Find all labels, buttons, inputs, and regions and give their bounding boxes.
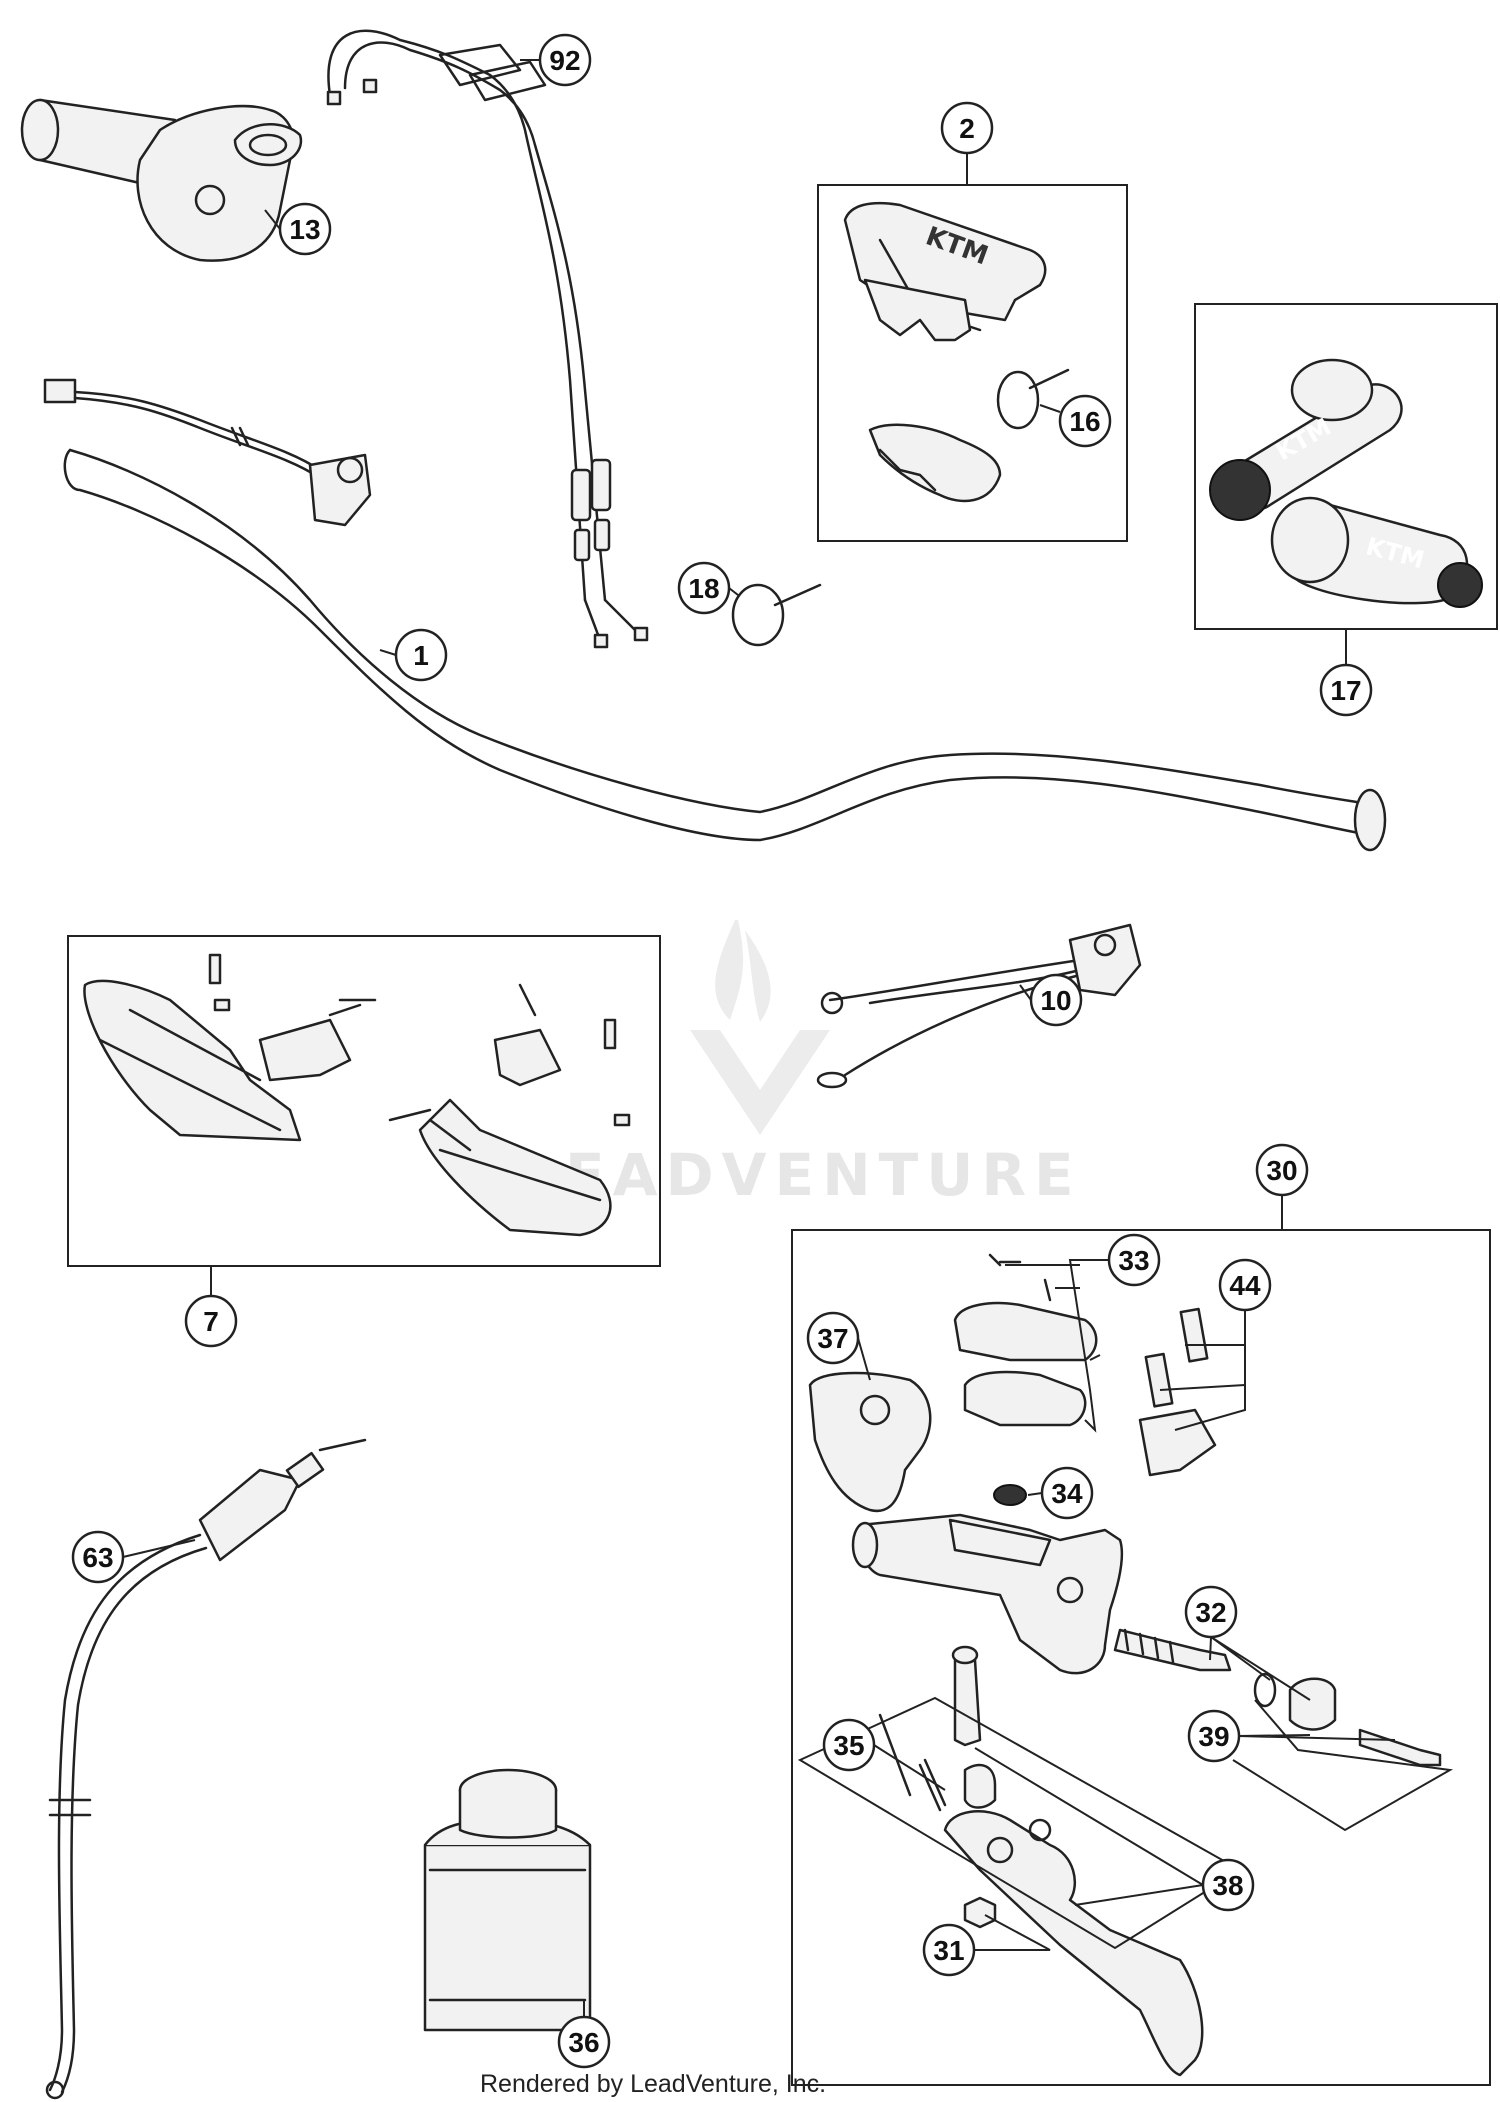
handlebar bbox=[63, 448, 1387, 852]
callout-18: 18 bbox=[677, 561, 731, 615]
left-switch-harness bbox=[43, 378, 372, 527]
flame-logo-icon bbox=[715, 920, 771, 1022]
callout-38: 38 bbox=[1201, 1858, 1255, 1912]
kill-switch bbox=[816, 923, 1142, 1089]
svg-text:10: 10 bbox=[1040, 985, 1071, 1016]
callouts: 92 13 2 16 17 18 1 10 7 30 33 44 37 34 3… bbox=[71, 33, 1373, 2069]
brake-fluid-bottle bbox=[423, 1768, 592, 2032]
svg-text:7: 7 bbox=[203, 1306, 219, 1337]
cable-tie-16 bbox=[996, 368, 1070, 430]
svg-text:36: 36 bbox=[568, 2027, 599, 2058]
svg-text:1: 1 bbox=[413, 640, 429, 671]
svg-text:92: 92 bbox=[549, 45, 580, 76]
callout-32: 32 bbox=[1184, 1585, 1238, 1639]
svg-text:18: 18 bbox=[688, 573, 719, 604]
callout-31: 31 bbox=[922, 1923, 976, 1977]
svg-text:44: 44 bbox=[1229, 1270, 1261, 1301]
svg-text:31: 31 bbox=[933, 1935, 964, 1966]
footer-credit: Rendered by LeadVenture, Inc. bbox=[480, 2070, 826, 2098]
callout-2: 2 bbox=[940, 101, 994, 155]
svg-text:37: 37 bbox=[817, 1323, 848, 1354]
svg-text:13: 13 bbox=[289, 214, 320, 245]
callout-37: 37 bbox=[806, 1311, 860, 1365]
svg-text:39: 39 bbox=[1198, 1721, 1229, 1752]
exploded-guides bbox=[797, 1696, 1454, 1950]
cable-tie-18 bbox=[731, 583, 822, 647]
frame-30 bbox=[791, 1229, 1491, 2086]
callout-10: 10 bbox=[1029, 973, 1083, 1027]
frame-2 bbox=[817, 184, 1128, 542]
callout-63: 63 bbox=[71, 1530, 125, 1584]
svg-text:32: 32 bbox=[1195, 1597, 1226, 1628]
svg-text:38: 38 bbox=[1212, 1870, 1243, 1901]
switch-cover: KTM bbox=[843, 201, 1047, 503]
callout-36: 36 bbox=[557, 2015, 611, 2069]
callout-17: 17 bbox=[1319, 663, 1373, 717]
callout-30: 30 bbox=[1255, 1143, 1309, 1197]
brake-line bbox=[45, 1438, 367, 2100]
svg-text:34: 34 bbox=[1051, 1478, 1083, 1509]
callout-7: 7 bbox=[184, 1294, 238, 1348]
callout-35: 35 bbox=[822, 1718, 876, 1772]
callout-1: 1 bbox=[394, 628, 448, 682]
frame-7 bbox=[67, 935, 661, 1267]
leader-lines bbox=[122, 59, 1396, 2017]
callout-13: 13 bbox=[278, 202, 332, 256]
callout-33: 33 bbox=[1107, 1233, 1161, 1287]
watermark: LEADVENTURE bbox=[520, 920, 1082, 1209]
callout-34: 34 bbox=[1040, 1466, 1094, 1520]
svg-text:2: 2 bbox=[959, 113, 975, 144]
v-logo-icon bbox=[690, 1030, 830, 1135]
callout-92: 92 bbox=[538, 33, 592, 87]
svg-text:16: 16 bbox=[1069, 406, 1100, 437]
handguard-kit bbox=[83, 953, 631, 1237]
svg-text:33: 33 bbox=[1118, 1245, 1149, 1276]
watermark-text: LEADVENTURE bbox=[520, 1141, 1082, 1209]
master-cylinder-parts bbox=[808, 1253, 1442, 2077]
throttle-grip-housing bbox=[20, 98, 303, 262]
svg-text:63: 63 bbox=[82, 1542, 113, 1573]
callout-39: 39 bbox=[1187, 1709, 1241, 1763]
handlebar-grips: KTM KTM bbox=[1209, 358, 1483, 608]
callout-16: 16 bbox=[1058, 394, 1112, 448]
svg-text:17: 17 bbox=[1330, 675, 1361, 706]
svg-text:35: 35 bbox=[833, 1730, 864, 1761]
callout-44: 44 bbox=[1218, 1258, 1272, 1312]
throttle-cable-assembly bbox=[326, 29, 649, 649]
svg-text:30: 30 bbox=[1266, 1155, 1297, 1186]
